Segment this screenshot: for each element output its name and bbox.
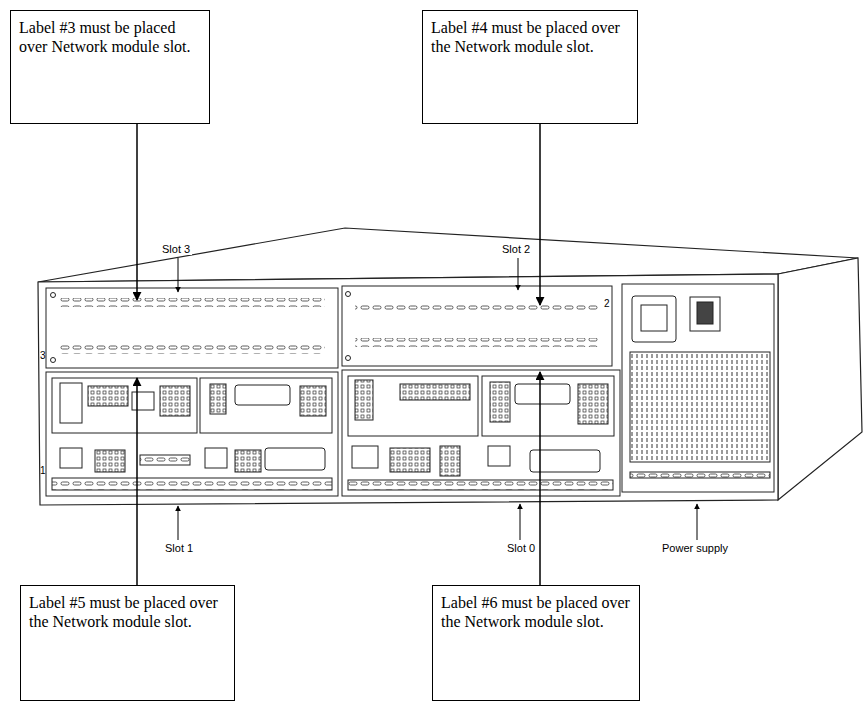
part-label: Slot 3 [160, 243, 192, 255]
slot-0-module [342, 370, 620, 496]
slot-number: 3 [40, 350, 46, 361]
callout-arrows [137, 124, 540, 585]
part-label: Slot 2 [500, 243, 532, 255]
slot-number: 2 [604, 298, 610, 309]
part-label: Power supply [660, 542, 730, 554]
slot-number: 1 [40, 465, 46, 476]
callout-box: Label #3 must be placed over Network mod… [10, 10, 210, 124]
callout-text: Label #5 must be placed over the Network… [29, 593, 226, 631]
power-supply [622, 284, 774, 492]
upper-slot-panels [46, 286, 612, 368]
callout-text: Label #4 must be placed over the Network… [431, 18, 629, 56]
part-label: Slot 0 [505, 542, 537, 554]
slot-1-module [46, 372, 338, 496]
chassis [38, 228, 862, 505]
callout-box: Label #5 must be placed over the Network… [20, 585, 235, 701]
callout-text: Label #3 must be placed over Network mod… [19, 18, 201, 56]
part-label: Slot 1 [163, 542, 195, 554]
slot-pointer-arrows [178, 258, 697, 540]
callout-box: Label #6 must be placed over the Network… [432, 585, 640, 701]
callout-box: Label #4 must be placed over the Network… [422, 10, 638, 124]
callout-text: Label #6 must be placed over the Network… [441, 593, 631, 631]
